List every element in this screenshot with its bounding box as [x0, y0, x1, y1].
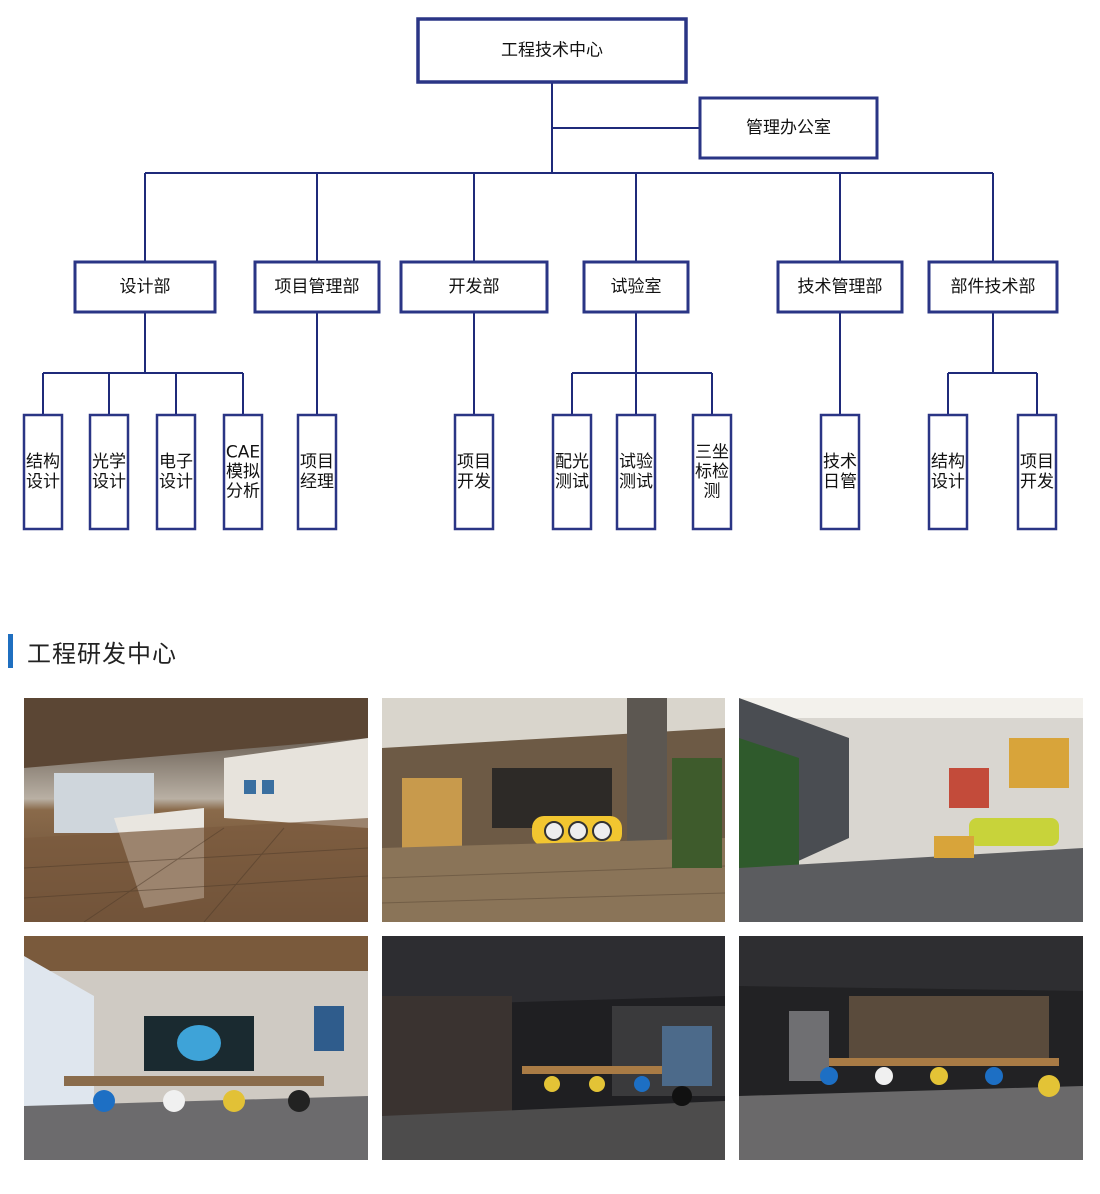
dept-node: 技术管理部: [776, 260, 904, 314]
node-label: 开发: [1020, 472, 1054, 492]
org-office-node: 管理办公室: [698, 96, 879, 160]
node-label: 设计: [159, 472, 193, 492]
node-label: 结构: [26, 452, 60, 472]
dept-node: 开发部: [399, 260, 549, 314]
node-label: 项目: [300, 452, 334, 472]
lounge-office-photo: [739, 698, 1083, 922]
node-label: 设计: [931, 472, 965, 492]
node-label: 开发: [457, 472, 491, 492]
node-label: 部件技术部: [951, 277, 1036, 297]
node-label: 技术管理部: [798, 277, 883, 297]
dept-node: 部件技术部: [927, 260, 1059, 314]
node-label: 分析: [226, 482, 260, 502]
node-label: 三坐: [695, 442, 729, 462]
dept-node: 试验室: [582, 260, 690, 314]
reading-area-photo: [739, 936, 1083, 1160]
node-label: 设计: [26, 472, 60, 492]
node-label: 测试: [555, 472, 589, 492]
node-label: 项目管理部: [275, 277, 360, 297]
dept-node: 设计部: [73, 260, 217, 314]
node-label: 开发部: [449, 277, 500, 297]
node-label: 工程技术中心: [501, 41, 603, 61]
node-label: 标检: [695, 462, 729, 482]
node-label: 日管: [823, 472, 857, 492]
section-heading: 工程研发中心: [8, 633, 177, 669]
office-lobby-photo: [24, 698, 368, 922]
node-label: 项目: [457, 452, 491, 472]
node-label: 设计: [92, 472, 126, 492]
node-label: 结构: [931, 452, 965, 472]
library-workspace-photo: [382, 936, 725, 1160]
node-label: 项目: [1020, 452, 1054, 472]
node-label: 试验室: [611, 277, 662, 297]
node-label: CAE: [226, 442, 260, 462]
node-label: 试验: [619, 452, 653, 472]
node-label: 设计部: [120, 277, 171, 297]
section-accent-bar: [8, 634, 13, 668]
node-label: 模拟: [226, 462, 260, 482]
meeting-room-photo: [24, 936, 368, 1160]
section-title: 工程研发中心: [27, 639, 177, 668]
node-label: 技术: [823, 452, 857, 472]
node-label: 配光: [555, 452, 589, 472]
reception-hall-photo: [382, 698, 725, 922]
node-label: 管理办公室: [746, 118, 831, 138]
node-label: 电子: [159, 452, 193, 472]
node-label: 测: [704, 482, 721, 502]
node-label: 测试: [619, 472, 653, 492]
node-label: 经理: [300, 472, 334, 492]
node-label: 光学: [92, 452, 126, 472]
dept-node: 项目管理部: [253, 260, 381, 314]
org-chart: 工程技术中心管理办公室设计部结构设计光学设计电子设计CAE模拟分析项目管理部项目…: [22, 17, 1059, 531]
org-root-node: 工程技术中心: [416, 17, 688, 84]
